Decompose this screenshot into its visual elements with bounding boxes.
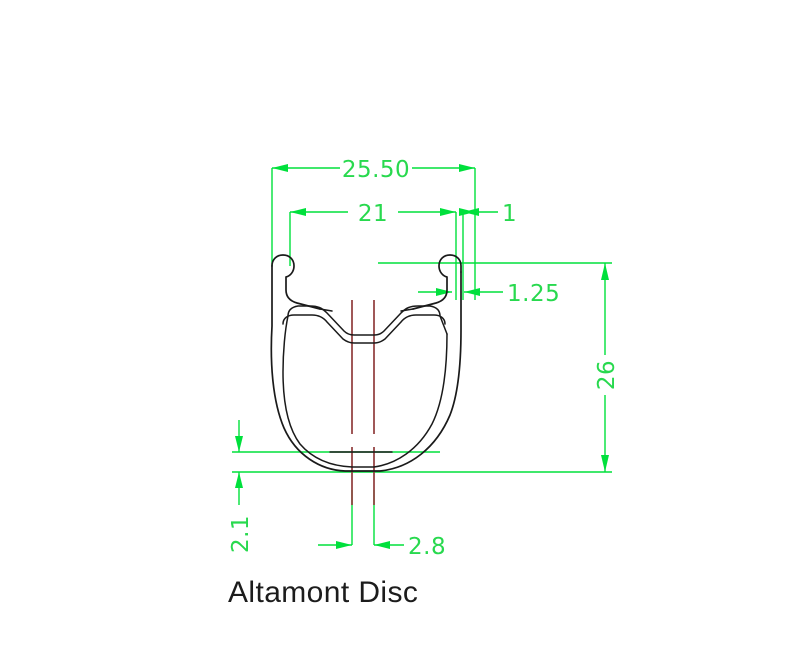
arrowhead-2-1-bottom <box>235 472 243 488</box>
dim-label-2-1: 2.1 <box>228 515 254 553</box>
dimension-25-50: 25.50 <box>272 157 475 183</box>
spoke-bed-wall <box>282 314 446 344</box>
bead-hook-left <box>271 254 321 310</box>
centerline-layer <box>351 300 375 505</box>
profile-outer-wall <box>270 265 462 472</box>
arrowhead-2-8-right <box>374 541 390 549</box>
dimension-2-1: 2.1 <box>228 420 254 553</box>
arrowhead-26-top <box>601 263 609 280</box>
drawing-title: Altamont Disc <box>228 576 418 609</box>
arrowhead-1-25-right <box>464 288 480 296</box>
dim-label-21: 21 <box>358 201 388 227</box>
upper-chamber-floor <box>287 305 448 336</box>
dimension-2-8: 2.8 <box>318 490 446 560</box>
profile-inner-wall <box>282 315 448 468</box>
dim-label-1: 1 <box>502 201 517 227</box>
bead-hook-right <box>412 254 462 310</box>
arrowhead-25-50-left <box>272 164 288 172</box>
arrowhead-1-25-left <box>436 288 452 296</box>
dim-label-2-8: 2.8 <box>408 534 446 560</box>
rim-cross-section <box>270 254 462 472</box>
dimension-21: 21 <box>290 201 456 227</box>
dimension-26: 26 <box>594 263 620 472</box>
arrowhead-1-outer <box>459 208 475 216</box>
dimension-layer: 25.50 21 1 <box>228 157 620 560</box>
arrowhead-2-8-left <box>336 541 352 549</box>
arrowhead-26-bottom <box>601 455 609 472</box>
arrowhead-21-right <box>440 208 456 216</box>
arrowhead-25-50-right <box>459 164 475 172</box>
dimension-1-25: 1.25 <box>418 281 560 307</box>
dim-label-26: 26 <box>594 360 620 390</box>
dim-label-25-50: 25.50 <box>342 157 410 183</box>
dim-label-1-25: 1.25 <box>507 281 560 307</box>
arrowhead-2-1-top <box>235 436 243 452</box>
arrowhead-21-left <box>290 208 306 216</box>
dimension-1: 1 <box>459 201 517 227</box>
